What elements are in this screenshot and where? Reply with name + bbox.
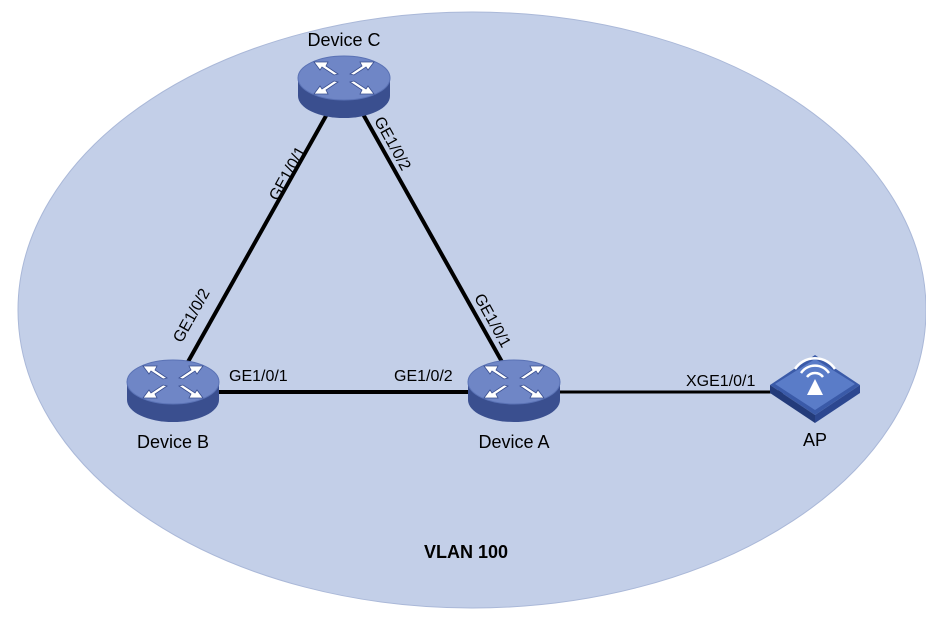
- device-c-label: Device C: [307, 30, 380, 50]
- device-c[interactable]: [297, 55, 391, 119]
- wireless-ap-icon: [770, 355, 860, 423]
- switch-icon: [467, 359, 561, 423]
- link-c-b: [173, 81, 347, 386]
- vlan-label: VLAN 100: [424, 542, 508, 562]
- device-b-label: Device B: [137, 432, 209, 452]
- port-label-ap-xge1-0-1: XGE1/0/1: [686, 373, 755, 390]
- switch-icon: [297, 55, 391, 119]
- device-b[interactable]: [126, 359, 220, 423]
- switch-icon: [126, 359, 220, 423]
- ap-label: AP: [803, 430, 827, 450]
- ap-device[interactable]: [770, 355, 860, 423]
- device-a-label: Device A: [478, 432, 549, 452]
- link-c-a: [343, 81, 517, 386]
- port-label-a-ge1-0-2: GE1/0/2: [394, 368, 453, 385]
- device-a[interactable]: [467, 359, 561, 423]
- port-label-b-ge1-0-1: GE1/0/1: [229, 368, 288, 385]
